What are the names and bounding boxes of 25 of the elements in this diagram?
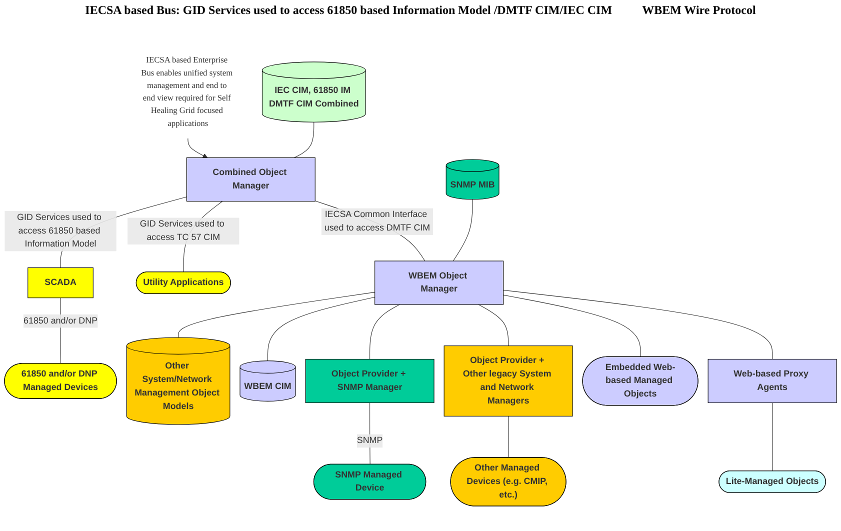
connector <box>503 294 641 358</box>
arrow <box>188 138 208 158</box>
edge-label: 61850 and/or DNP <box>24 316 98 326</box>
edge-label: GID Services used to access TC 57 CIM <box>140 219 224 242</box>
connector <box>178 292 376 338</box>
node-box: Object Provider + Other legacy System and Network Managers <box>444 346 573 416</box>
connector <box>503 290 773 360</box>
connector <box>772 402 773 472</box>
connector <box>370 304 400 360</box>
node-box: Object Provider + SNMP Manager <box>305 358 434 404</box>
edge-label: SNMP <box>356 436 383 446</box>
connector <box>478 304 509 346</box>
connector <box>508 416 509 458</box>
node-box: WBEM Object Manager <box>374 260 504 305</box>
bus-label: IECSA based Bus: GID Services used to access 61850 based Information Model /DMTF CIM/IEC CIM <box>85 3 612 18</box>
connector <box>452 199 473 262</box>
node-box: SCADA <box>28 267 94 298</box>
edge-label: GID Services used to access 61850 based Information Model <box>17 212 102 249</box>
node-text: IECSA based Enterprise Bus enables unified system management and end to end view required for Self Healing Grid focused applications <box>141 56 233 128</box>
connector <box>267 296 376 362</box>
connector <box>294 122 314 158</box>
bus-label: WBEM Wire Protocol <box>642 3 756 18</box>
edge-label: IECSA Common Interface used to access DMTF CIM <box>324 210 430 233</box>
node-box: Combined Object Manager <box>186 157 316 202</box>
node-box: Web-based Proxy Agents <box>708 358 837 404</box>
